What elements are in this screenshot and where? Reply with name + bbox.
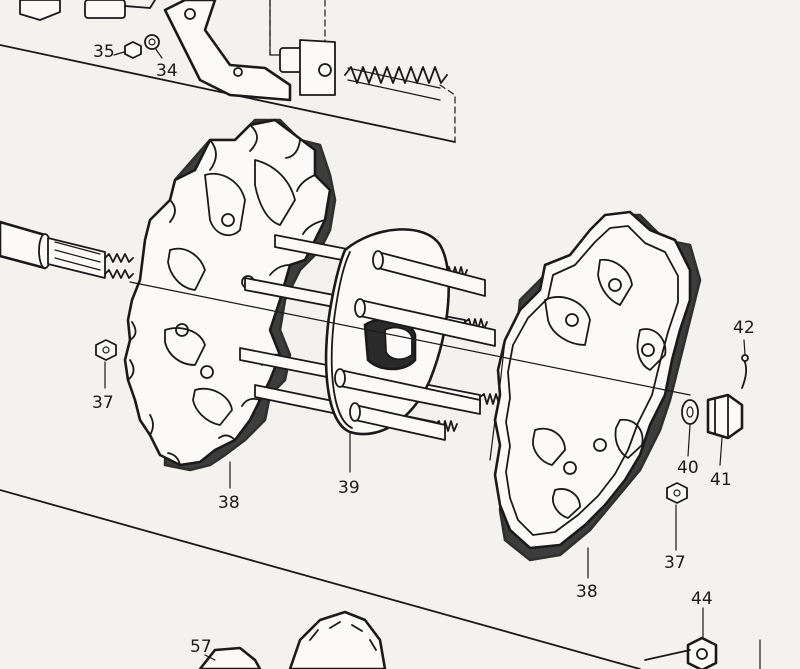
left-sprocket-38	[123, 118, 337, 472]
axis-line	[129, 281, 691, 396]
top-linkage-assembly	[19, 0, 448, 102]
hardware-small-parts	[95, 339, 749, 669]
hub-assembly-39	[239, 228, 503, 441]
nut-44	[686, 636, 718, 669]
part-57	[198, 646, 262, 669]
label-40: 40	[677, 458, 699, 478]
label-37-left: 37	[92, 393, 114, 413]
label-38-right: 38	[576, 582, 598, 602]
label-38-left: 38	[218, 493, 240, 513]
label-39: 39	[338, 478, 360, 498]
nut-37-right	[666, 482, 688, 504]
washer-34	[144, 34, 160, 50]
split-pin-42	[741, 359, 748, 389]
label-42: 42	[733, 318, 755, 338]
compression-spring	[344, 66, 448, 101]
label-35: 35	[93, 42, 115, 62]
label-34: 34	[156, 61, 178, 81]
right-sprocket-38	[489, 210, 702, 562]
label-57: 57	[190, 637, 212, 657]
nut-35	[124, 41, 142, 59]
label-41: 41	[710, 470, 732, 490]
nut-37-left	[95, 339, 117, 361]
label-37-right: 37	[664, 553, 686, 573]
washer-40	[681, 399, 699, 425]
callout-labels: 35 34 37 38 39 38 37 40 41 42 44 57	[92, 42, 755, 657]
splined-shaft	[0, 220, 134, 279]
leader-lines	[104, 47, 746, 661]
label-44: 44	[691, 589, 713, 609]
castle-nut-41	[706, 393, 744, 440]
